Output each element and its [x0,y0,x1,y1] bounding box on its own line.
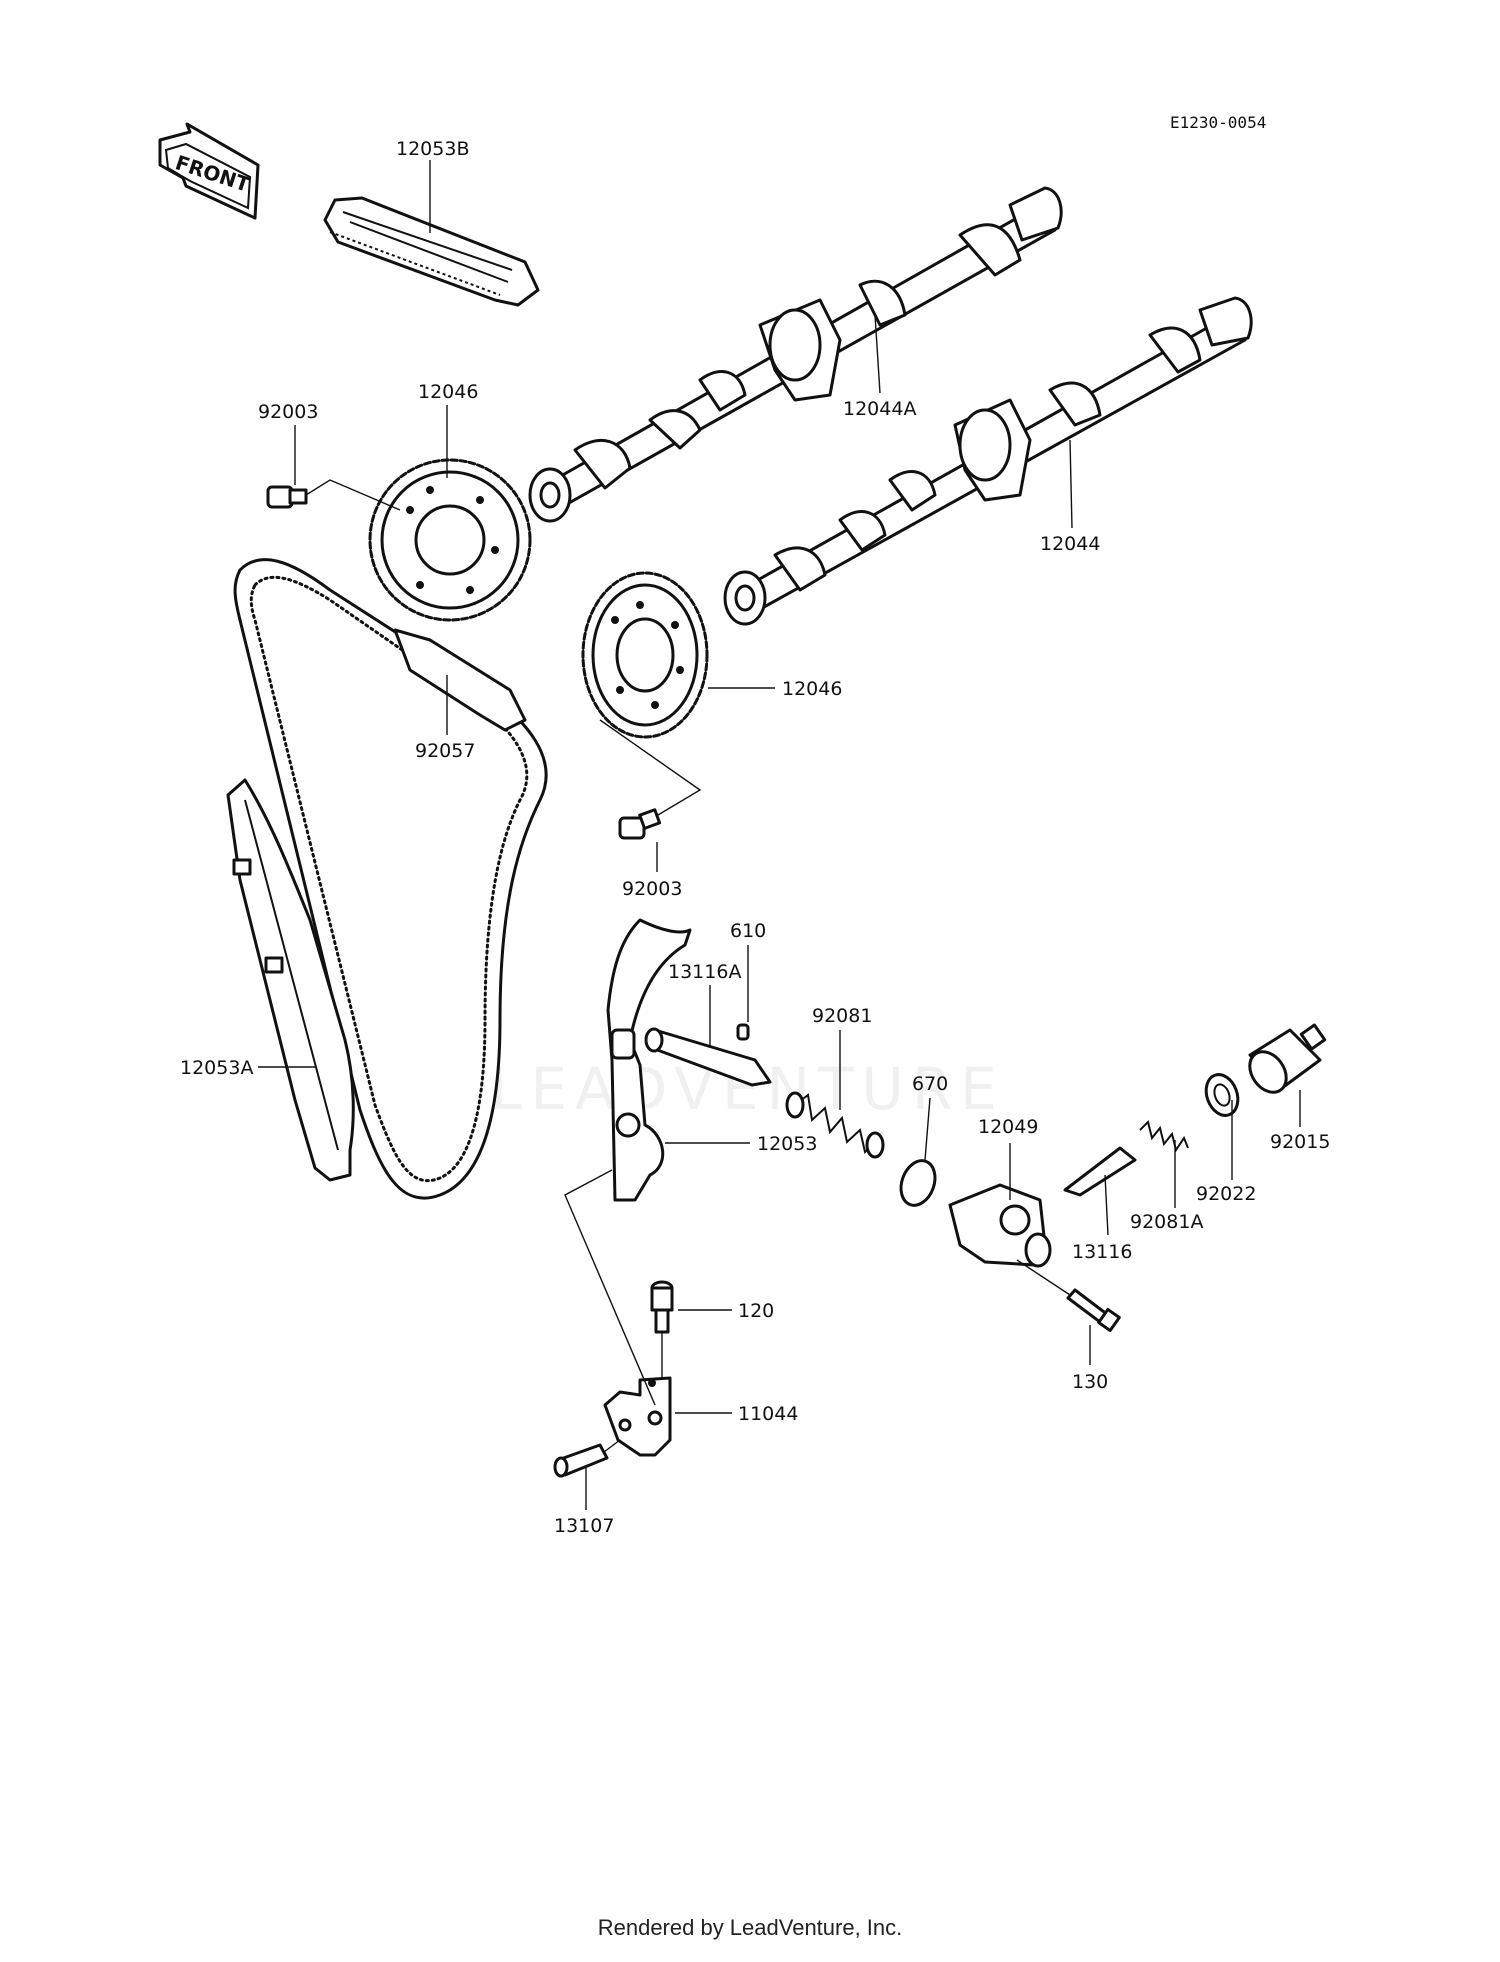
oring-670 [899,1159,937,1207]
chain-guide-12053A [226,778,355,1182]
label-13116: 13116 [1072,1241,1132,1263]
pin-610 [736,1023,750,1041]
label-92003-mid: 92003 [622,878,682,900]
label-12053B: 12053B [396,138,469,160]
label-12049: 12049 [978,1116,1038,1138]
label-12053: 12053 [757,1133,817,1155]
bolt-92003-mid [618,808,662,840]
label-12046-mid: 12046 [782,678,842,700]
diagram-code: E1230-0054 [1170,113,1266,132]
label-92015: 92015 [1270,1131,1330,1153]
tensioner-body-12049 [948,1183,1052,1268]
bolt-120 [650,1280,674,1334]
bolt-92003-top [266,485,308,509]
spring-92081 [785,1091,885,1159]
pushrod-13116 [1063,1146,1137,1197]
pin-13116A [644,1027,772,1087]
label-130: 130 [1072,1371,1108,1393]
sprocket-mid [581,571,709,739]
camshaft-12044A [528,186,1063,523]
pin-13107 [553,1443,609,1478]
label-92022: 92022 [1196,1183,1256,1205]
sprocket-top [368,458,532,622]
label-92057: 92057 [415,740,475,762]
label-12046-top: 12046 [418,381,478,403]
cap-bolt-92015 [1248,1023,1327,1094]
label-12044A: 12044A [843,398,916,420]
label-12044: 12044 [1040,533,1100,555]
label-13116A: 13116A [668,961,741,983]
label-92081A: 92081A [1130,1211,1203,1233]
timing-chain [233,558,548,1200]
label-13107: 13107 [554,1515,614,1537]
bolt-130 [1066,1288,1121,1333]
front-arrow-icon: FRONT [158,122,260,220]
chain-guide-upper [323,196,540,307]
tensioner-arm-12053 [606,918,692,1202]
camshaft-12044 [723,296,1253,626]
label-92081: 92081 [812,1005,872,1027]
label-12053A: 12053A [180,1057,253,1079]
bracket-11044 [603,1376,672,1457]
label-92003-top: 92003 [258,401,318,423]
label-670: 670 [912,1073,948,1095]
label-610: 610 [730,920,766,942]
spring-92081A [1139,1120,1189,1153]
footer-credit: Rendered by LeadVenture, Inc. [597,1915,903,1940]
label-11044: 11044 [738,1403,798,1425]
label-120: 120 [738,1300,774,1322]
washer-92022 [1204,1073,1240,1117]
